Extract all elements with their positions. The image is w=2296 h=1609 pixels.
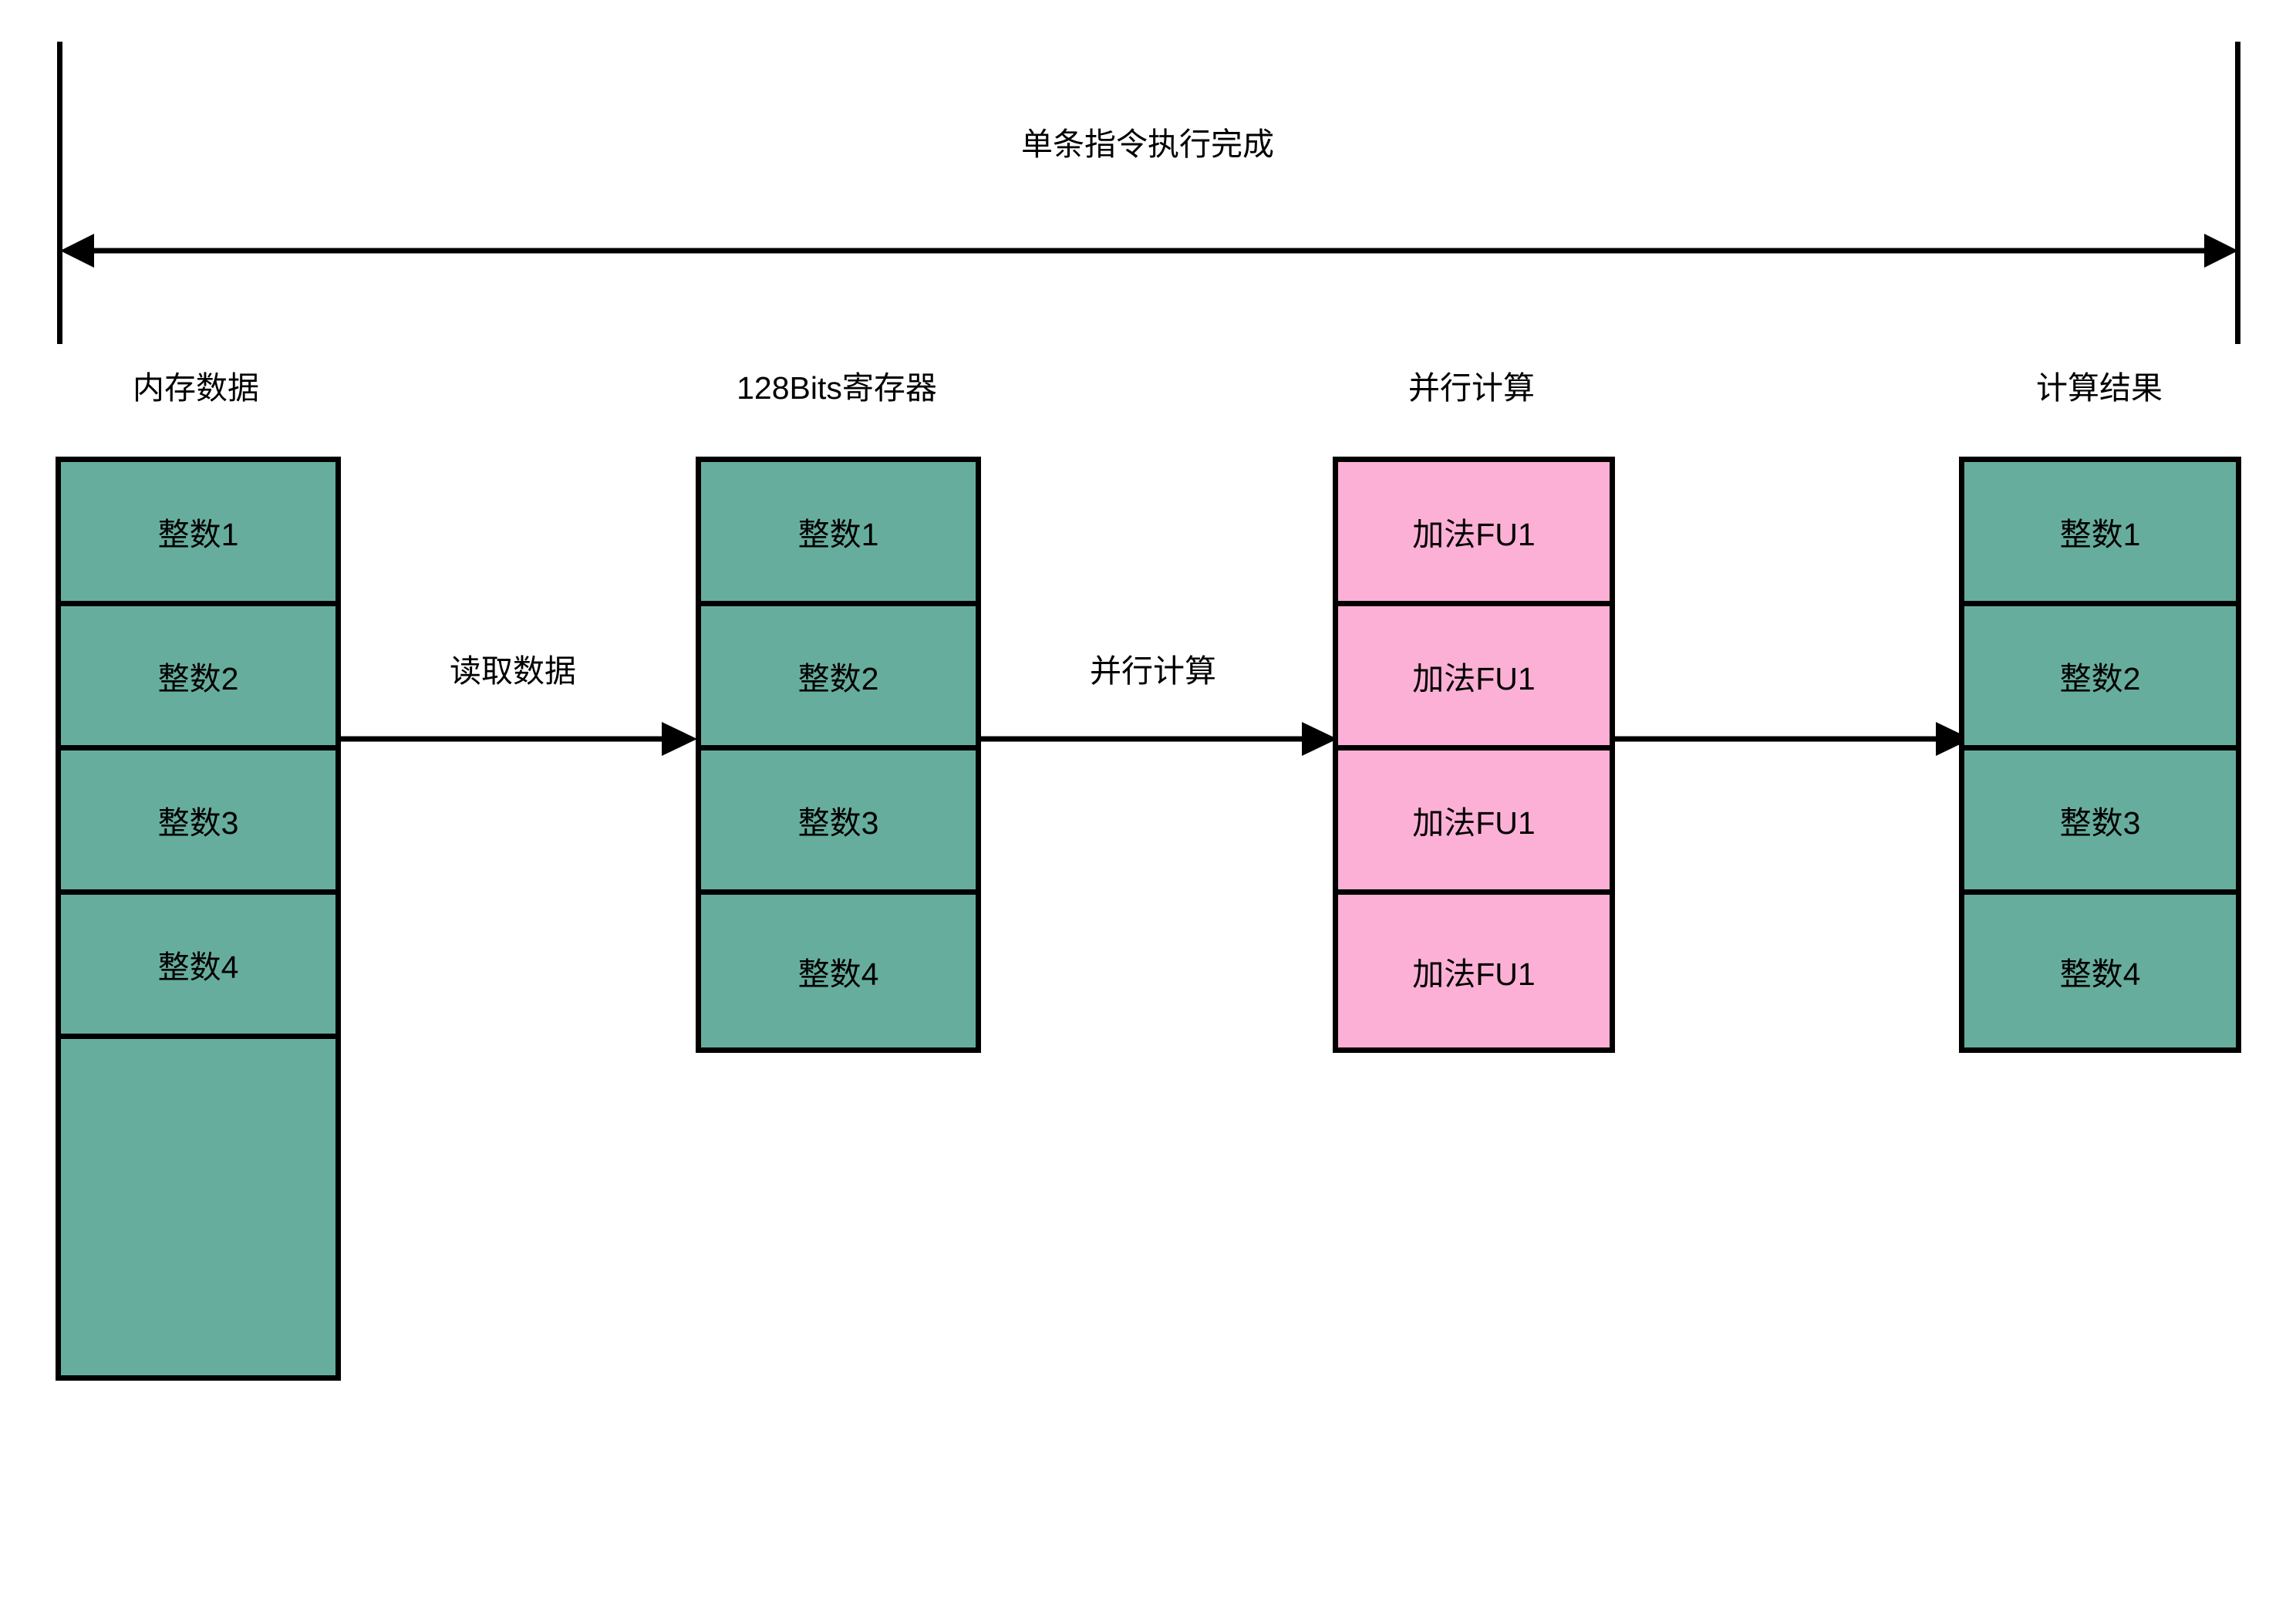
fu-cell-1[interactable]: 加法FU1: [1338, 462, 1610, 606]
column-header-result: 计算结果: [2036, 370, 2163, 406]
flow-label-parallel-compute: 并行计算: [1090, 653, 1216, 689]
register-cell-3[interactable]: 整数3: [701, 751, 976, 895]
result-cell-4[interactable]: 整数4: [1964, 895, 2236, 1047]
register-cell-1[interactable]: 整数1: [701, 462, 976, 606]
bracket-right-end: [2235, 42, 2240, 344]
column-header-parallel-compute: 并行计算: [1408, 370, 1535, 406]
stack-result: 整数1 整数2 整数3 整数4: [1959, 457, 2241, 1053]
memory-cell-4[interactable]: 整数4: [61, 895, 335, 1039]
span-double-arrow: [60, 234, 2238, 268]
fu-cell-4[interactable]: 加法FU1: [1338, 895, 1610, 1047]
column-header-memory: 内存数据: [133, 370, 259, 406]
memory-cell-1[interactable]: 整数1: [61, 462, 335, 606]
flow-arrow-read-data: [338, 722, 697, 756]
stack-register: 整数1 整数2 整数3 整数4: [696, 457, 981, 1053]
result-cell-3[interactable]: 整数3: [1964, 751, 2236, 895]
memory-cell-3[interactable]: 整数3: [61, 751, 335, 895]
flow-label-read-data: 读取数据: [450, 653, 576, 689]
memory-cell-2[interactable]: 整数2: [61, 606, 335, 751]
flow-arrow-result: [1612, 722, 1971, 756]
result-cell-1[interactable]: 整数1: [1964, 462, 2236, 606]
fu-cell-2[interactable]: 加法FU1: [1338, 606, 1610, 751]
memory-cell-empty[interactable]: [61, 1039, 335, 1375]
fu-cell-3[interactable]: 加法FU1: [1338, 751, 1610, 895]
flow-arrow-parallel-compute: [978, 722, 1337, 756]
register-cell-4[interactable]: 整数4: [701, 895, 976, 1047]
result-cell-2[interactable]: 整数2: [1964, 606, 2236, 751]
stack-memory-data: 整数1 整数2 整数3 整数4: [56, 457, 341, 1381]
diagram-title: 单条指令执行完成: [1021, 126, 1274, 162]
stack-parallel-compute: 加法FU1 加法FU1 加法FU1 加法FU1: [1333, 457, 1615, 1053]
column-header-register: 128Bits寄存器: [737, 370, 937, 406]
register-cell-2[interactable]: 整数2: [701, 606, 976, 751]
bracket-left-end: [57, 42, 62, 344]
